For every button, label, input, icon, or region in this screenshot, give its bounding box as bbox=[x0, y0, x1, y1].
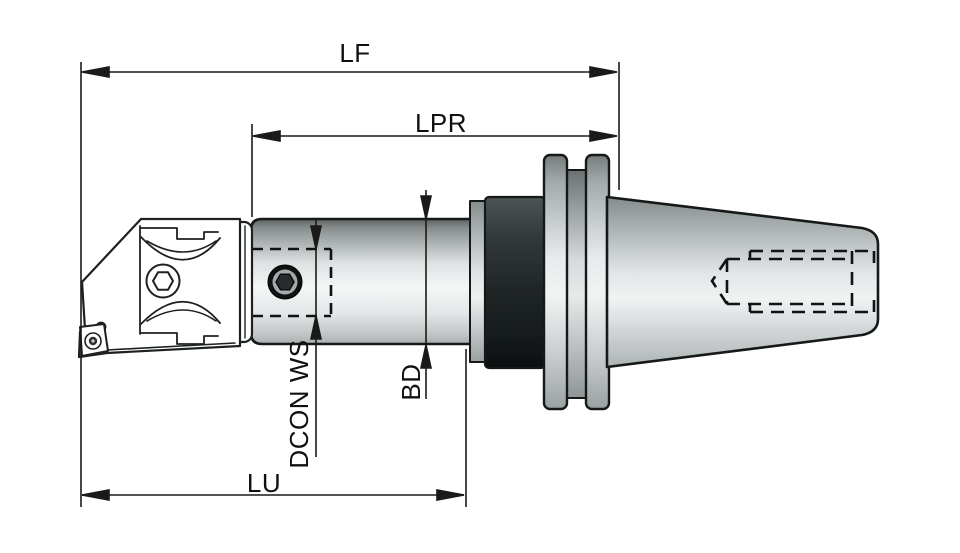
tool-body bbox=[249, 153, 880, 411]
head-screw-icon bbox=[145, 263, 181, 299]
dimension-label-dcon-ws: DCON WS bbox=[284, 339, 314, 469]
dimension-lf bbox=[81, 66, 618, 78]
taper-cone bbox=[605, 195, 880, 369]
dimension-bd bbox=[420, 190, 432, 399]
dimension-label-lpr: LPR bbox=[414, 108, 468, 138]
v-flange-rib-rear bbox=[584, 153, 611, 411]
dimension-label-bd: BD bbox=[396, 363, 426, 401]
weldon-flat-dashed bbox=[252, 247, 333, 318]
bore-tip-chevron bbox=[710, 258, 729, 305]
dimension-label-lf: LF bbox=[339, 38, 371, 68]
cutting-insert bbox=[79, 323, 109, 357]
clamping-collar bbox=[483, 195, 547, 370]
dimension-lu bbox=[81, 489, 465, 501]
dimension-label-lu: LU bbox=[246, 468, 282, 498]
set-screw-icon bbox=[267, 264, 303, 300]
cutter-head bbox=[77, 217, 254, 359]
dimension-dcon-ws bbox=[310, 219, 322, 457]
dimension-lines bbox=[80, 62, 620, 507]
spacer-ring bbox=[469, 200, 487, 363]
dimension-lpr bbox=[252, 130, 618, 142]
retention-bore-dashed bbox=[710, 249, 876, 314]
v-flange-rib-front bbox=[542, 153, 569, 411]
